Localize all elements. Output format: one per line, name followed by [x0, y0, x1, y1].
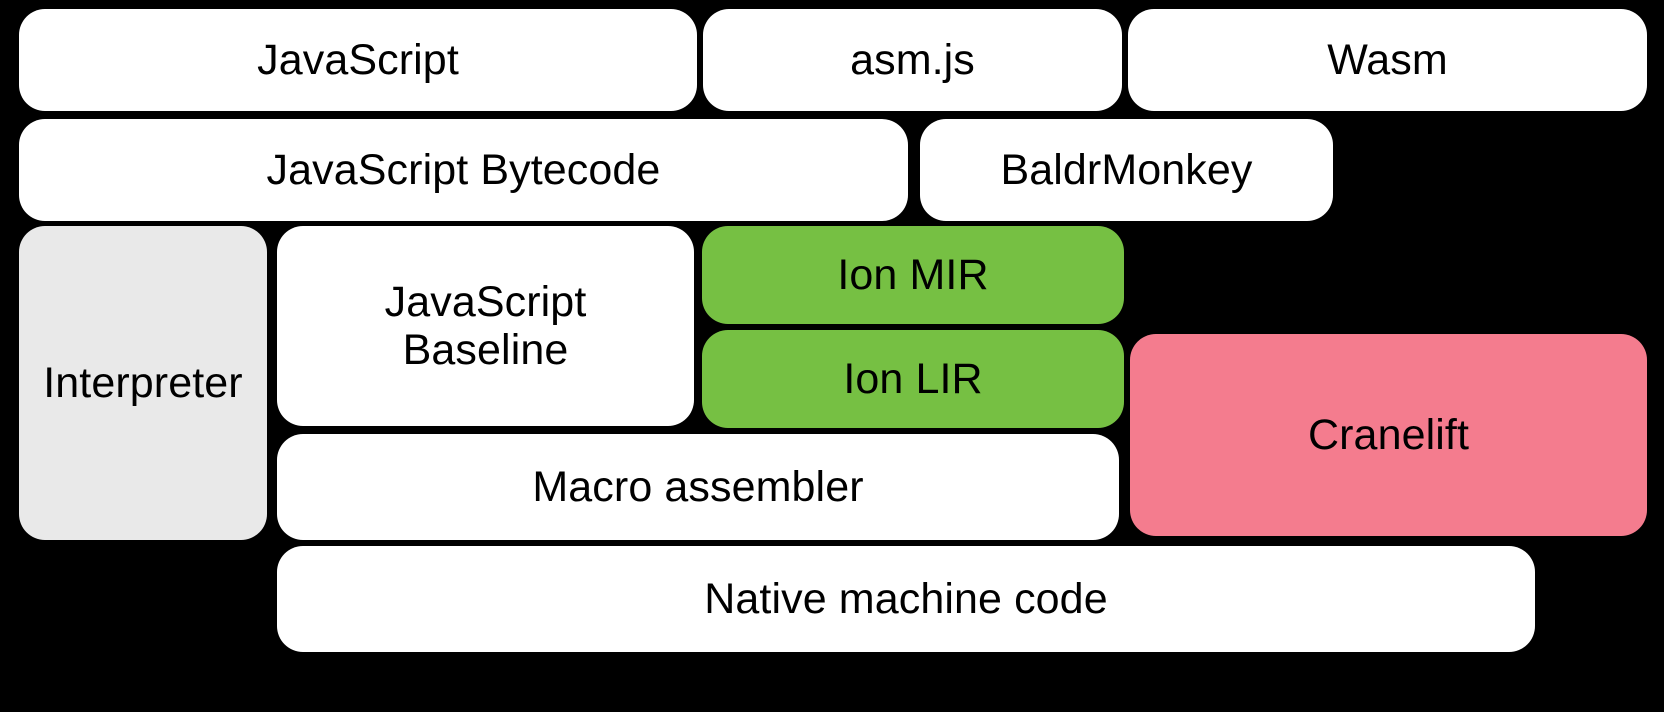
- node-ion-mir: Ion MIR: [702, 226, 1124, 324]
- node-javascript: JavaScript: [19, 9, 697, 111]
- node-asmjs: asm.js: [703, 9, 1122, 111]
- node-javascript-bytecode: JavaScript Bytecode: [19, 119, 908, 221]
- node-cranelift: Cranelift: [1130, 334, 1647, 536]
- node-interpreter: Interpreter: [19, 226, 267, 540]
- node-ion-lir: Ion LIR: [702, 330, 1124, 428]
- node-native-machine-code: Native machine code: [277, 546, 1535, 652]
- node-wasm: Wasm: [1128, 9, 1647, 111]
- node-macro-assembler: Macro assembler: [277, 434, 1119, 540]
- node-baldrmonkey: BaldrMonkey: [920, 119, 1333, 221]
- node-javascript-baseline: JavaScript Baseline: [277, 226, 694, 426]
